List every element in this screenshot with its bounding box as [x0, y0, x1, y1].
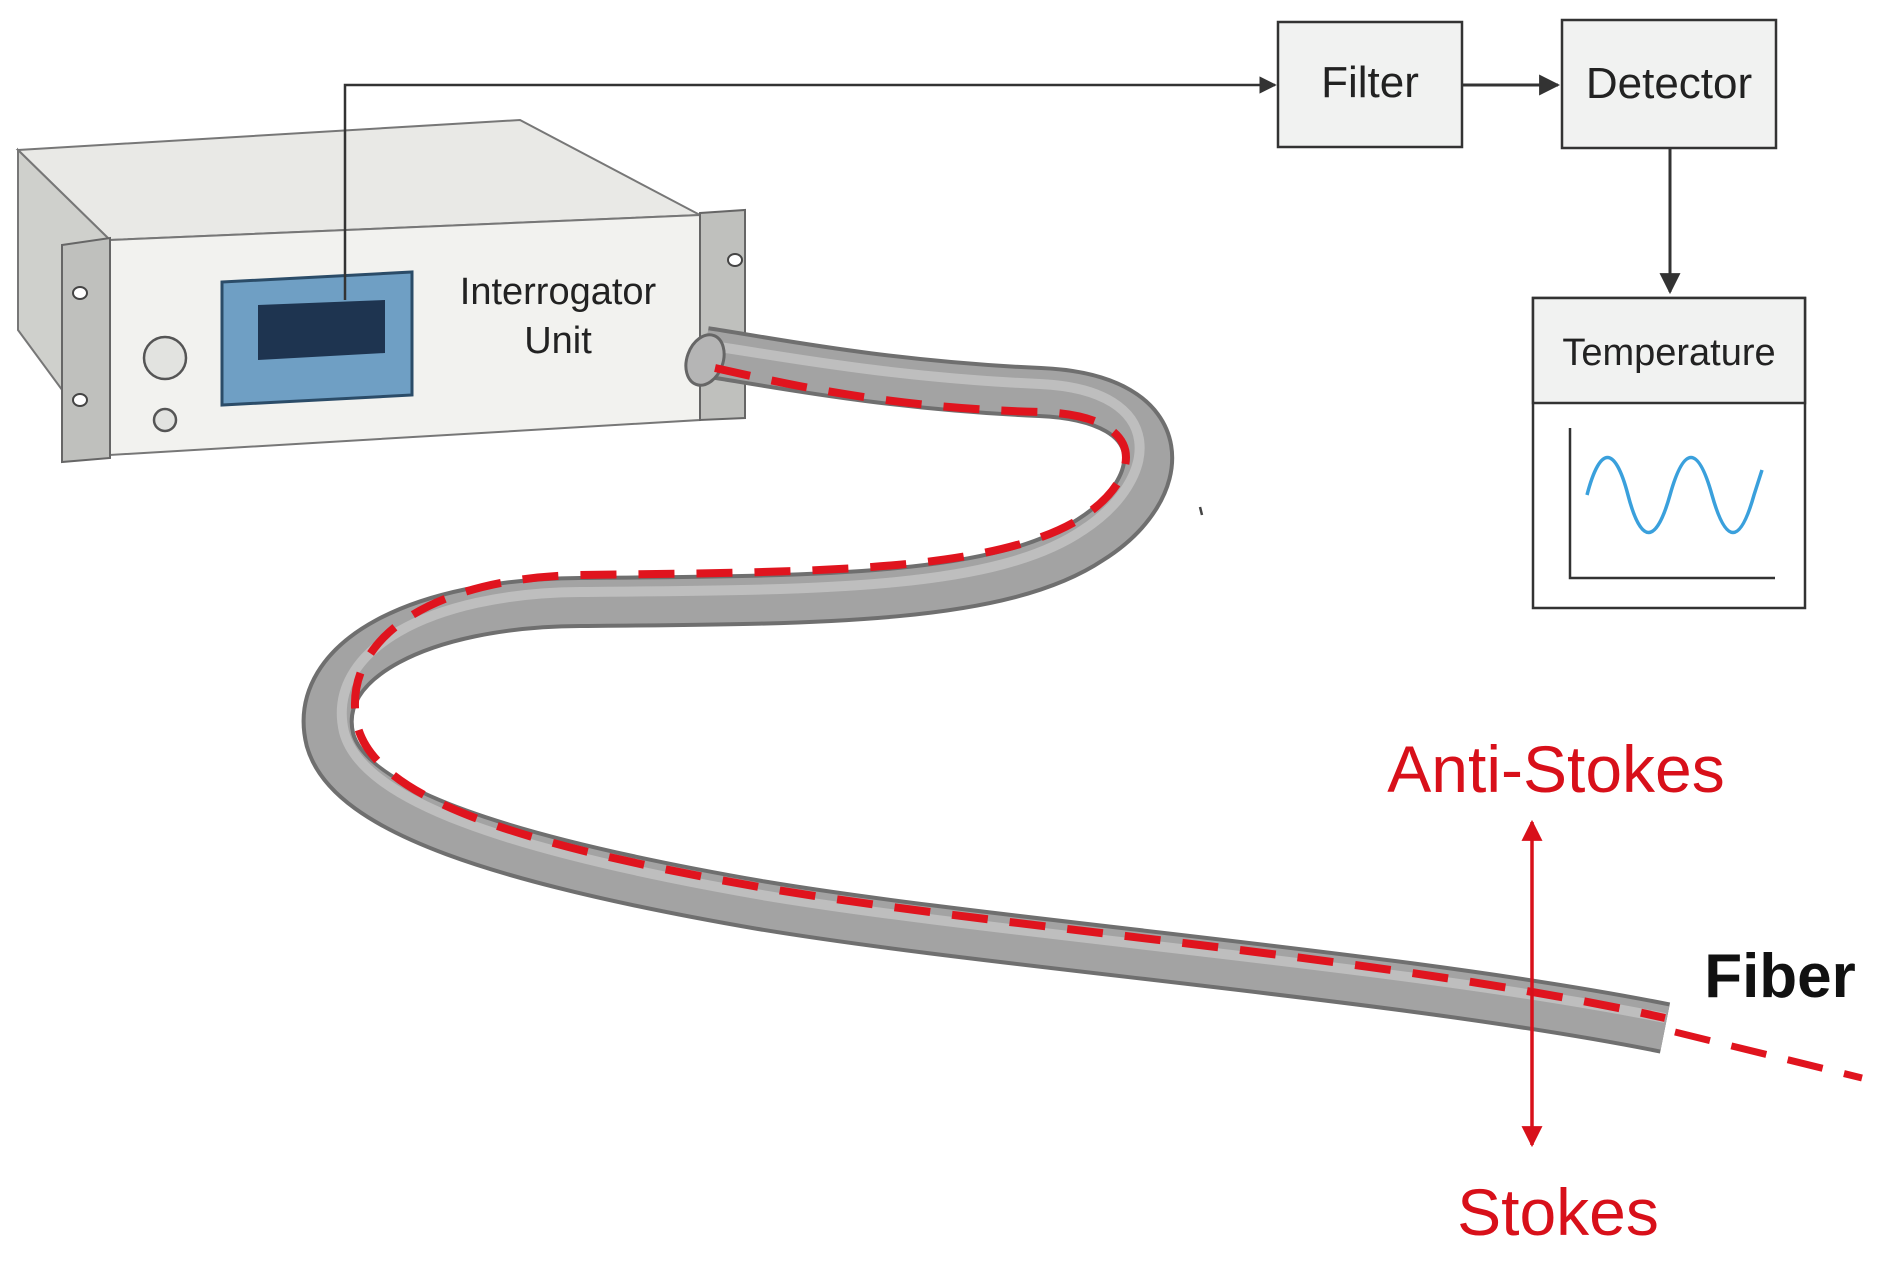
rack-hole-icon: [72, 393, 88, 407]
filter-box: [1276, 20, 1464, 149]
fiber-core-extension: [1674, 1028, 1863, 1082]
temperature-header: [1531, 296, 1807, 405]
interrogator-unit: Interrogator Unit: [15, 118, 746, 464]
button-icon: [152, 407, 178, 433]
rack-ear-left: [61, 236, 111, 464]
fiber-jacket: [305, 330, 1670, 1050]
fiber-core: [351, 364, 1666, 1022]
anti-stokes-label: Anti-Stokes: [1387, 732, 1724, 806]
knob-icon: [142, 335, 188, 381]
interrogator-label-line2: Unit: [524, 320, 592, 362]
filter-block: Filter: [1276, 20, 1464, 149]
signal-line-to-filter: [343, 76, 1277, 300]
temperature-label: Temperature: [1562, 332, 1775, 374]
interrogator-label-line1: Interrogator: [460, 271, 657, 313]
unit-display: [258, 300, 385, 360]
fiber-jacket-highlight: [337, 340, 1666, 1023]
rack-hole-icon: [727, 253, 743, 267]
temperature-block: Temperature: [1531, 296, 1807, 610]
rack-hole-icon: [72, 286, 88, 300]
fiber-label: Fiber: [1704, 942, 1856, 1011]
stray-mark: [1198, 506, 1204, 516]
stokes-label: Stokes: [1457, 1175, 1659, 1249]
detector-box: [1560, 18, 1778, 150]
plot-axes: [1568, 428, 1775, 580]
fiber-cable: [301, 326, 1863, 1082]
rack-ear-right: [699, 208, 746, 422]
temperature-wave: [1585, 456, 1764, 534]
detector-block: Detector: [1560, 18, 1778, 150]
filter-label: Filter: [1321, 58, 1419, 107]
detector-label: Detector: [1586, 59, 1752, 108]
